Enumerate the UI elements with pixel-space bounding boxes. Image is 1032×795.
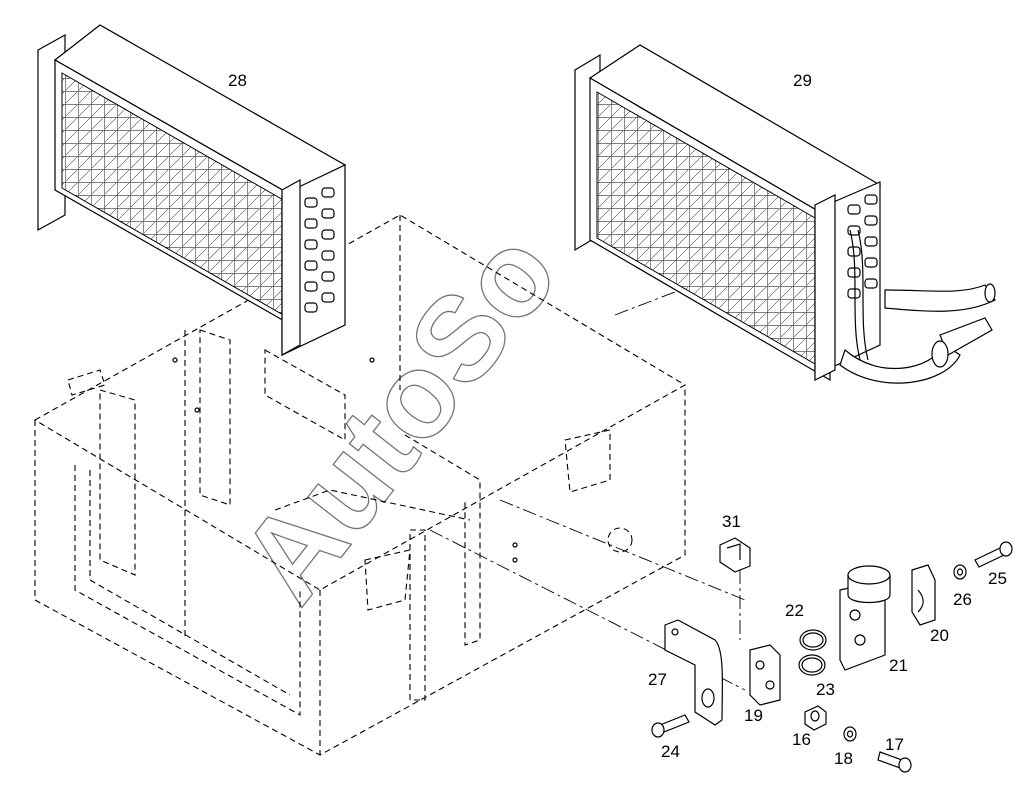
nut-16	[804, 705, 827, 731]
housing-box	[33, 214, 687, 756]
callout-28: 28	[228, 71, 247, 90]
expansion-valve-21	[839, 565, 891, 671]
gasket-19	[749, 644, 781, 706]
callout-17: 17	[885, 735, 904, 754]
callout-21: 21	[889, 656, 908, 675]
callout-26: 26	[953, 590, 972, 609]
callout-16: 16	[792, 730, 811, 749]
bracket-27	[664, 619, 724, 726]
heater-core-28	[37, 24, 347, 357]
callout-22: 22	[785, 601, 804, 620]
washer-26	[953, 564, 967, 580]
callout-labels: 28 29 31 22 25 26 20 21 27 23 19 24 16 1…	[228, 71, 1007, 768]
clip-31	[719, 537, 751, 573]
evaporator-core-29	[574, 44, 996, 384]
screw-17	[877, 751, 912, 773]
callout-19: 19	[744, 706, 763, 725]
screw-25	[974, 541, 1013, 568]
callout-20: 20	[930, 626, 949, 645]
screw-24	[651, 714, 690, 738]
callout-31: 31	[722, 512, 741, 531]
callout-18: 18	[834, 749, 853, 768]
callout-27: 27	[648, 670, 667, 689]
callout-24: 24	[661, 742, 680, 761]
washer-18	[843, 726, 857, 742]
callout-23: 23	[816, 680, 835, 699]
gasket-20	[911, 564, 936, 626]
callout-25: 25	[988, 569, 1007, 588]
o-rings-22-23	[798, 629, 827, 676]
callout-29: 29	[793, 71, 812, 90]
